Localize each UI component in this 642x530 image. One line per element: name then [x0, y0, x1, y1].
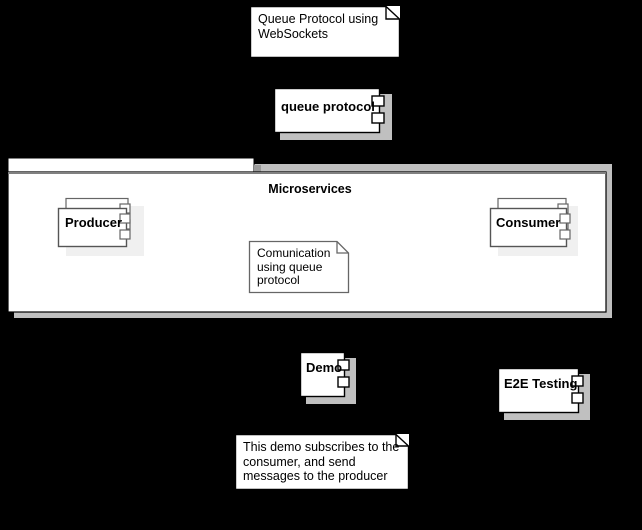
component-queue-protocol[interactable]: queue protocol	[273, 87, 392, 140]
component-e2e-testing[interactable]: E2E Testing	[497, 367, 590, 420]
note-shape	[234, 433, 410, 491]
note-queue-protocol-text: Queue Protocol using WebSockets	[258, 12, 379, 41]
note-queue-protocol[interactable]: Queue Protocol using WebSockets	[249, 5, 401, 59]
note-shape	[249, 5, 401, 59]
component-consumer[interactable]: Consumer	[489, 197, 582, 256]
package-title: Microservices	[268, 182, 352, 196]
component-consumer-shape	[489, 197, 578, 256]
edge-producer-to-queue-protocol	[125, 130, 291, 226]
note-comunication-text: Comunication using queue protocol	[257, 246, 331, 287]
component-producer-label: Producer	[65, 215, 123, 230]
note-demo-description-text: This demo subscribes to the consumer, an…	[243, 440, 400, 483]
component-queue-protocol-shape	[273, 87, 392, 140]
component-demo-label: Demo	[306, 360, 343, 375]
component-consumer-label: Consumer	[496, 215, 561, 230]
component-producer[interactable]: Producer	[57, 197, 148, 256]
component-producer-shape	[57, 197, 144, 256]
note-shape	[248, 240, 350, 294]
component-demo-shape	[299, 351, 356, 404]
component-queue-protocol-label: queue protocol	[281, 99, 375, 114]
component-e2e-testing-shape	[497, 367, 590, 420]
note-demo-description[interactable]: This demo subscribes to the consumer, an…	[234, 433, 410, 491]
note-comunication[interactable]: Comunication using queue protocol	[248, 240, 350, 294]
component-e2e-testing-label: E2E Testing	[504, 376, 578, 391]
component-demo[interactable]: Demo	[299, 351, 356, 404]
